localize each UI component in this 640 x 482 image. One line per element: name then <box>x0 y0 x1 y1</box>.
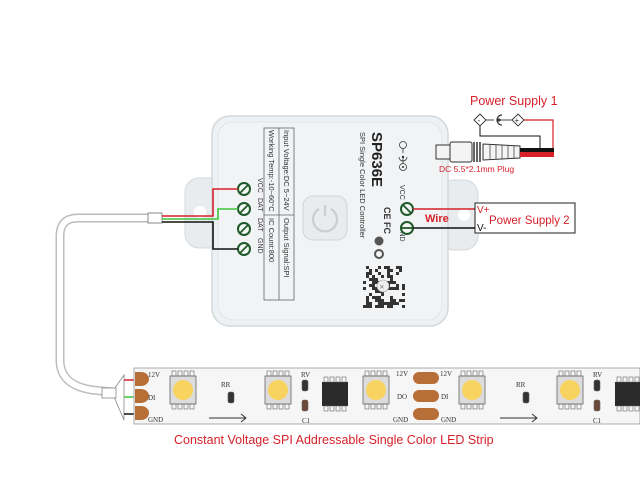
led-emitter <box>268 380 288 400</box>
wire-label: Wire <box>425 213 449 225</box>
solder-pad <box>135 406 149 420</box>
pad-label: GND <box>393 416 408 424</box>
power-supply-2-title: Power Supply 2 <box>489 215 570 227</box>
spec-ic-count: IC Count:800 <box>267 218 276 262</box>
spec-output-signal: Output Signal:SPI <box>282 218 291 278</box>
terminal-label-vcc-right: VCC <box>398 185 405 200</box>
recycle-icon <box>374 249 384 259</box>
weee-icon <box>374 236 384 246</box>
ic-chip <box>322 382 348 406</box>
fc-icon: FC <box>382 222 392 234</box>
ic-chip <box>615 382 640 406</box>
wire-green <box>162 208 238 220</box>
polarity-minus-label: - <box>478 116 481 125</box>
terminal-label-dat-1: DAT <box>256 198 263 212</box>
model-name: SP636E <box>368 132 385 187</box>
pad-label: GND <box>441 416 456 424</box>
pad-label-di: DI <box>148 394 156 402</box>
resistor <box>522 391 530 404</box>
strip-cable <box>55 212 163 397</box>
power-icon <box>311 205 339 233</box>
terminal-screw <box>237 182 251 196</box>
terminal-screw <box>400 221 414 235</box>
power-supply-2-box <box>474 202 576 234</box>
terminal-block-left <box>237 182 251 256</box>
terminal-label-dat-2: DAT <box>256 218 263 232</box>
resistor <box>301 399 309 412</box>
label-c1: C1 <box>302 417 311 425</box>
led-strip: 12V DI GND 12V DO GND 12V DI GND RR RR R… <box>101 367 640 425</box>
wire-black <box>162 221 238 250</box>
controller: Input Voltage:DC 5~24V Output Signal:SPI… <box>162 115 479 327</box>
v-minus-label: V- <box>477 223 486 234</box>
plug-label: DC 5.5*2.1mm Plug <box>439 164 514 174</box>
solder-pad <box>413 408 439 420</box>
svg-text:×: × <box>380 283 385 292</box>
resistor <box>593 379 601 392</box>
solder-pad <box>135 372 149 386</box>
label-rr: RR <box>516 381 526 389</box>
mount-hole-left <box>194 206 206 218</box>
pad-label: 12V <box>396 370 408 378</box>
terminal-label-vcc-left: VCC <box>256 178 263 193</box>
resistor <box>301 379 309 392</box>
pad-label-gnd: GND <box>148 416 163 424</box>
terminal-label-gnd-left: GND <box>256 238 263 254</box>
spec-input-voltage: Input Voltage:DC 5~24V <box>282 130 291 211</box>
controller-subtitle: SPI Single Color LED Controller <box>358 132 367 239</box>
label-rv: RV <box>301 371 310 379</box>
led-emitter <box>366 380 386 400</box>
strip-caption: Constant Voltage SPI Addressable Single … <box>174 433 494 447</box>
ce-icon: CE <box>382 207 392 220</box>
terminal-screw <box>237 222 251 236</box>
terminal-screw <box>400 202 414 216</box>
dc-polarity-symbol <box>398 141 408 171</box>
terminal-label-gnd-right: GND <box>398 226 405 242</box>
power-supply-1-title: Power Supply 1 <box>470 94 558 108</box>
terminal-screw <box>237 242 251 256</box>
label-c1: C1 <box>593 417 602 425</box>
label-rv: RV <box>593 371 602 379</box>
pad-label-12v: 12V <box>148 371 160 379</box>
terminal-block-right <box>400 202 414 235</box>
mount-hole-right <box>458 209 470 221</box>
cable-sleeve <box>147 212 163 224</box>
power-supply-2: Wire V+ V- Power Supply 2 <box>413 202 576 234</box>
wire-red <box>162 188 238 217</box>
led-emitter <box>173 380 193 400</box>
solder-pad <box>135 389 149 403</box>
label-rr: RR <box>221 381 231 389</box>
led-emitter <box>462 380 482 400</box>
pad-label: 12V <box>440 370 452 378</box>
v-plus-label: V+ <box>477 205 490 216</box>
terminal-screw <box>237 202 251 216</box>
power-supply-1: Power Supply 1 - + DC 5.5*2.1mm <box>435 94 558 174</box>
power-button[interactable] <box>302 195 348 241</box>
svg-text:FC: FC <box>382 222 392 234</box>
led-emitter <box>560 380 580 400</box>
qr-code: × <box>362 265 405 308</box>
strip-input-pads: 12V DI GND <box>135 371 163 424</box>
pad-label: DO <box>397 393 407 401</box>
spec-working-temp: Working Temp:-10~60°C <box>267 130 276 212</box>
resistor <box>593 399 601 412</box>
strip-joint-pads: 12V DO GND 12V DI GND <box>393 370 456 424</box>
controller-wires-left <box>162 188 238 250</box>
dc-plug-icon <box>435 141 554 163</box>
solder-pad <box>413 372 439 384</box>
pad-label: DI <box>441 393 449 401</box>
resistor <box>227 391 235 404</box>
center-pin-icon <box>496 114 503 126</box>
svg-text:CE: CE <box>382 207 392 220</box>
solder-pad <box>413 390 439 402</box>
polarity-plus-label: + <box>515 116 520 125</box>
